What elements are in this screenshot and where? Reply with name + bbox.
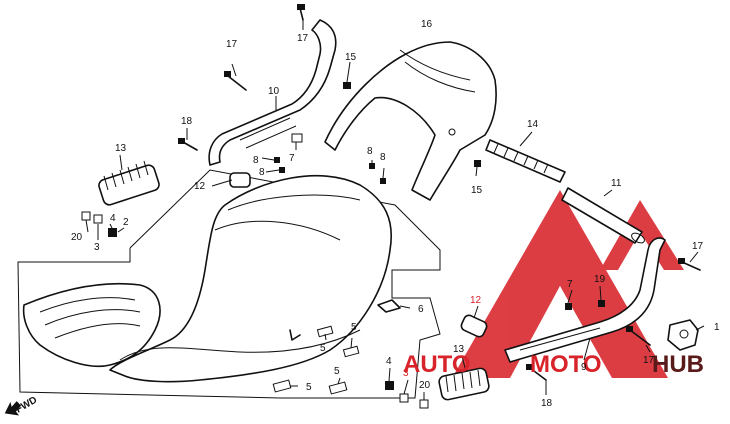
callout-12a: 12 [194, 181, 206, 192]
callout-8d: 8 [380, 152, 386, 163]
fwd-label: FWD [14, 395, 39, 416]
callout-3a: 3 [94, 242, 100, 253]
callout-16: 16 [421, 19, 433, 30]
callout-12b: 12 [470, 295, 482, 306]
callout-17a: 17 [297, 33, 309, 44]
callout-15b: 15 [471, 185, 483, 196]
callout-5a: 5 [351, 322, 357, 333]
callout-9: 9 [581, 362, 587, 373]
callout-10: 10 [268, 86, 280, 97]
grip-left [98, 160, 160, 206]
seat [22, 174, 392, 383]
callout-8a: 8 [253, 155, 259, 166]
callouts: 17 17 10 15 16 18 13 8 7 8 8 8 12 15 14 … [71, 19, 720, 409]
callout-4b: 4 [386, 356, 392, 367]
callout-18a: 18 [181, 116, 193, 127]
callout-5c: 5 [306, 382, 312, 393]
callout-4a: 4 [110, 213, 116, 224]
bracket-1 [667, 319, 699, 351]
callout-18b: 18 [541, 398, 553, 409]
callout-8b: 8 [259, 167, 265, 178]
watermark-text: AUTO MOTO HUB [403, 351, 704, 378]
callout-20a: 20 [71, 232, 83, 243]
callout-15a: 15 [345, 52, 357, 63]
callout-19: 19 [594, 274, 606, 285]
callout-8c: 8 [367, 146, 373, 157]
callout-2: 2 [123, 217, 129, 228]
callout-17c: 17 [692, 241, 704, 252]
callout-17b: 17 [226, 39, 238, 50]
callout-3b: 3 [403, 368, 409, 379]
grip-long [485, 139, 566, 183]
side-rail-9 [504, 237, 666, 363]
callout-5d: 5 [334, 366, 340, 377]
fwd-indicator: FWD [4, 395, 39, 416]
callout-11: 11 [611, 178, 622, 189]
collar-12-right [460, 314, 488, 338]
callout-20b: 20 [419, 380, 431, 391]
callout-13a: 13 [115, 143, 127, 154]
assembly-frame [17, 169, 441, 399]
collar-12-left [211, 172, 251, 188]
callout-13b: 13 [453, 344, 465, 355]
callout-17d: 17 [643, 355, 655, 366]
callout-7a: 7 [289, 153, 295, 164]
callout-5b: 5 [320, 343, 326, 354]
seat-cowl [324, 41, 497, 201]
callout-6: 6 [418, 304, 424, 315]
watermark-word-moto: MOTO [530, 351, 602, 378]
watermark-word-auto: AUTO [403, 351, 471, 378]
grab-rail [208, 19, 337, 166]
callout-1: 1 [714, 322, 720, 333]
bar-11 [561, 187, 645, 244]
callout-7b: 7 [567, 279, 573, 290]
callout-14: 14 [527, 119, 539, 130]
fasteners [81, 4, 705, 409]
watermark-word-hub: HUB [652, 351, 704, 378]
grip-right [438, 367, 490, 401]
